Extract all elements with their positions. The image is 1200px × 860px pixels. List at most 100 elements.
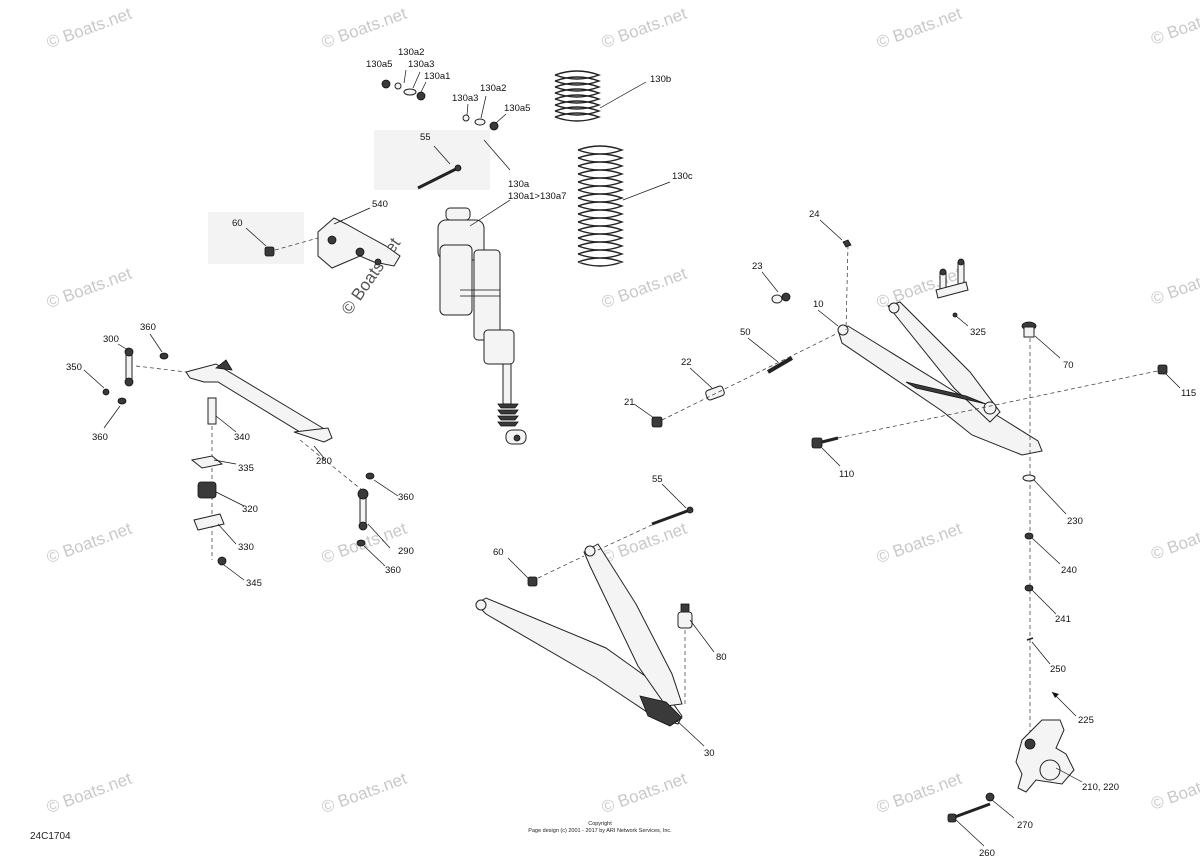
watermark: © Boats.net: [1148, 0, 1200, 48]
washer-23: [771, 292, 791, 304]
bolt-260: [947, 802, 991, 823]
label-225: 225: [1078, 715, 1094, 726]
label-240: 240: [1061, 565, 1077, 576]
watermark: © Boats.net: [599, 769, 689, 817]
label-350: 350: [66, 362, 82, 373]
label-320: 320: [242, 504, 258, 515]
label-360-c: 360: [398, 492, 414, 503]
label-115: 115: [1181, 388, 1196, 399]
watermark: © Boats.net: [599, 4, 689, 52]
diagram-code: 24C1704: [30, 831, 71, 842]
ball-joint-80: [677, 603, 693, 629]
watermark: © Boats.net: [319, 4, 409, 52]
label-21: 21: [624, 397, 635, 408]
pivot-bolt-50: [766, 356, 794, 374]
washer-270: [985, 792, 995, 802]
label-130a-range: 130a1>130a7: [508, 191, 566, 202]
label-50: 50: [740, 327, 751, 338]
bolt-55-bottom: [651, 506, 694, 526]
bracket-335: [190, 455, 224, 469]
bushing-320: [197, 481, 217, 499]
bushing-22: [705, 385, 725, 401]
hatch-zone: [208, 212, 304, 264]
label-335: 335: [238, 463, 254, 474]
link-300: [124, 347, 187, 387]
pin-250: [1026, 637, 1034, 641]
footer-page-design: Page design (c) 2001 - 2017 by ARI Netwo…: [528, 828, 672, 834]
label-130b: 130b: [650, 74, 671, 85]
nut-360-b: [117, 397, 127, 405]
shock-hardware-kit: [381, 79, 499, 131]
label-270: 270: [1017, 820, 1033, 831]
watermark: © Boats.net: [874, 4, 964, 52]
label-300: 300: [103, 334, 119, 345]
label-110: 110: [839, 469, 854, 480]
label-130a2-mid: 130a2: [480, 83, 506, 94]
label-241: 241: [1055, 614, 1071, 625]
watermark: © Boats.net: [1148, 260, 1200, 308]
shock-mount-bracket: [317, 217, 401, 269]
label-23: 23: [752, 261, 763, 272]
label-130a3-mid: 130a3: [452, 93, 478, 104]
watermark: © Boats.net: [1148, 765, 1200, 813]
label-360-a: 360: [140, 322, 156, 333]
seal-230: [1022, 474, 1036, 482]
nut-360-a: [159, 352, 169, 360]
label-130a: 130a: [508, 179, 530, 190]
nut-240: [1024, 532, 1034, 540]
spring-130b: [554, 70, 602, 122]
ball-joint-70: [1021, 321, 1037, 338]
nut-350: [102, 388, 110, 396]
bolt-340: [207, 397, 217, 425]
watermark: © Boats.net: [44, 264, 134, 312]
label-360-d: 360: [385, 565, 401, 576]
bolt-110: [811, 436, 839, 449]
callout-labels: 130a5 130a2 130a3 130a1 130a3 130a2 130a…: [66, 47, 1196, 859]
nut-21: [651, 416, 663, 428]
label-22: 22: [681, 357, 692, 368]
label-360-b: 360: [92, 432, 108, 443]
watermark: © Boats.net: [44, 4, 134, 52]
watermark: © Boats.net: [599, 264, 689, 312]
label-345: 345: [246, 578, 262, 589]
nut-115: [1157, 364, 1168, 375]
watermark: © Boats.net: [44, 769, 134, 817]
bracket-330: [193, 513, 225, 531]
leader-lines: [83, 69, 1181, 847]
nut-360-c: [365, 472, 375, 480]
label-340: 340: [234, 432, 250, 443]
shock-absorber: [437, 207, 527, 445]
upper-a-arm: [837, 301, 1043, 456]
bracket-325: [935, 258, 969, 318]
sway-bar: [185, 359, 333, 443]
label-55-top: 55: [420, 132, 431, 143]
watermark: © Boats.net: [319, 769, 409, 817]
label-130a5-top: 130a5: [366, 59, 392, 70]
nut-60-bottom: [527, 576, 538, 587]
watermark: © Boats.net: [874, 519, 964, 567]
nut-241: [1024, 584, 1034, 592]
label-230: 230: [1067, 516, 1083, 527]
nut-360-d: [356, 539, 366, 547]
clip-24: [842, 239, 852, 248]
steering-knuckle: [1015, 719, 1075, 793]
nut-345: [217, 556, 227, 566]
label-60-bottom: 60: [493, 547, 504, 558]
label-30: 30: [704, 748, 715, 759]
label-70: 70: [1063, 360, 1074, 371]
label-130a3-top: 130a3: [408, 59, 434, 70]
link-290: [357, 488, 369, 531]
label-325: 325: [970, 327, 986, 338]
label-290: 290: [398, 546, 414, 557]
bolt-55-top: [417, 164, 462, 190]
footer-copyright: Copyright: [588, 821, 612, 827]
watermark: © Boats.net: [44, 519, 134, 567]
label-55-bottom: 55: [652, 474, 663, 485]
watermark: © Boats.net: [874, 769, 964, 817]
label-10: 10: [813, 299, 824, 310]
spring-130c: [577, 145, 625, 267]
label-540: 540: [372, 199, 388, 210]
label-80: 80: [716, 652, 727, 663]
label-210-220: 210, 220: [1082, 782, 1119, 793]
